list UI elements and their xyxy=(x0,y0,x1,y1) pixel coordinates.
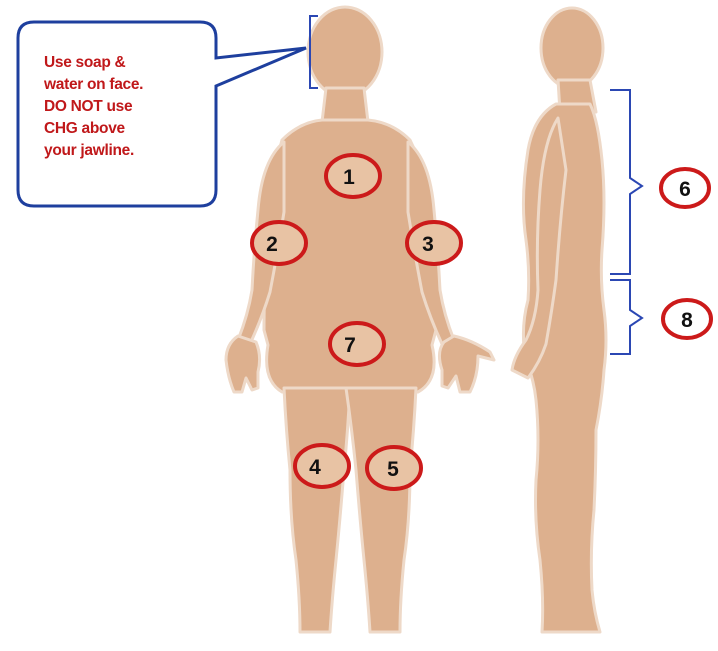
marker-2-label: 2 xyxy=(266,233,278,256)
callout-line-1: Use soap & xyxy=(44,52,214,74)
marker-2: 2 xyxy=(252,222,306,264)
marker-5: 5 xyxy=(367,447,421,489)
marker-7-label: 7 xyxy=(344,334,356,357)
front-left-leg xyxy=(284,388,350,632)
marker-1: 1 xyxy=(326,155,380,197)
side-body-figure xyxy=(512,8,606,632)
marker-3: 3 xyxy=(407,222,461,264)
bracket-region-8 xyxy=(610,280,642,354)
callout-line-3: DO NOT use xyxy=(44,96,214,118)
callout-line-2: water on face. xyxy=(44,74,214,96)
marker-7: 7 xyxy=(330,323,384,365)
marker-6-label: 6 xyxy=(679,178,691,201)
marker-4-label: 4 xyxy=(309,456,321,479)
front-left-hand xyxy=(226,336,260,392)
marker-1-label: 1 xyxy=(343,166,355,189)
marker-8-label: 8 xyxy=(681,309,693,332)
bracket-region-6 xyxy=(610,90,642,274)
callout-text: Use soap & water on face. DO NOT use CHG… xyxy=(44,52,214,162)
marker-4: 4 xyxy=(295,445,349,487)
marker-3-label: 3 xyxy=(422,233,434,256)
front-right-hand xyxy=(439,336,494,392)
front-head xyxy=(308,7,382,97)
callout-line-5: your jawline. xyxy=(44,140,214,162)
marker-8: 8 xyxy=(663,300,711,338)
front-body-figure xyxy=(226,7,494,632)
side-head xyxy=(541,8,603,88)
front-neck xyxy=(322,88,368,122)
front-right-leg xyxy=(346,388,416,632)
callout-line-4: CHG above xyxy=(44,118,214,140)
marker-5-label: 5 xyxy=(387,458,399,481)
marker-6: 6 xyxy=(661,169,709,207)
